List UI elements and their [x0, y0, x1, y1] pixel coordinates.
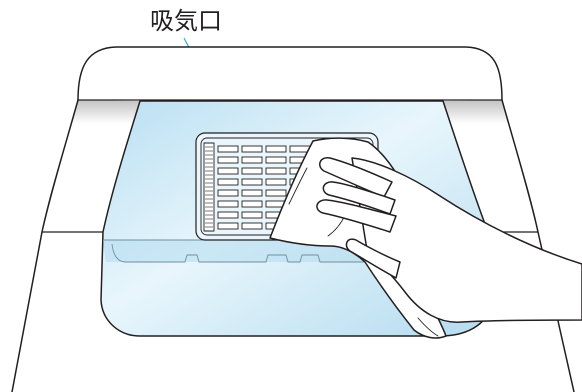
grille-slot	[218, 201, 238, 207]
intake-label: 吸気口	[150, 7, 222, 35]
grille-slot	[218, 212, 238, 218]
grille-slot	[242, 146, 262, 152]
grille-slot	[242, 157, 262, 163]
grille-slot	[242, 212, 262, 218]
grille-slot	[242, 223, 262, 229]
housing-top	[78, 47, 502, 100]
grille-slot	[266, 179, 286, 185]
grille-side-hatching	[205, 147, 213, 227]
grille-slot	[218, 168, 238, 174]
grille-slot	[218, 157, 238, 163]
grille-slot	[218, 146, 238, 152]
grille-slot	[242, 179, 262, 185]
grille-slot	[266, 146, 286, 152]
grille-slot	[218, 179, 238, 185]
grille-slot	[242, 168, 262, 174]
grille-slot	[266, 190, 286, 196]
grille-slot	[218, 190, 238, 196]
grille-slot	[218, 223, 238, 229]
grille-slot	[266, 168, 286, 174]
grille-slot	[242, 201, 262, 207]
grille-slot	[266, 157, 286, 163]
grille-slot	[242, 190, 262, 196]
